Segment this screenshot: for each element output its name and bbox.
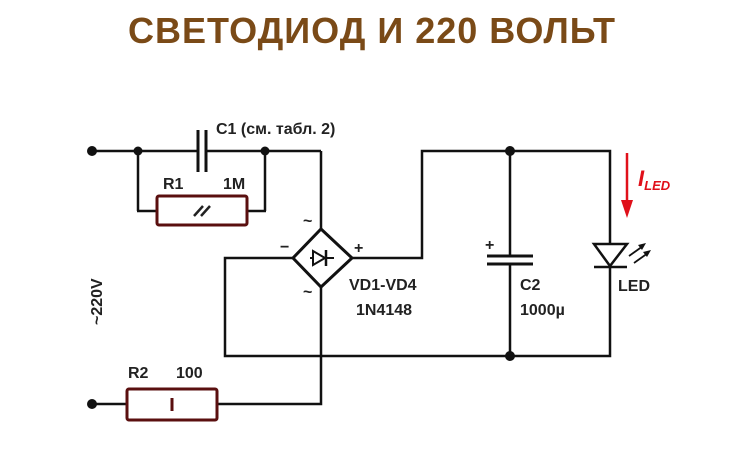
current-label-main: I <box>638 166 645 191</box>
c2-name: C2 <box>520 277 541 294</box>
capacitor-c2 <box>487 254 533 266</box>
led-symbol <box>591 242 630 269</box>
diode-bridge-symbol <box>310 249 334 267</box>
light-emission-icon <box>628 243 651 264</box>
resistor-r1 <box>155 194 249 227</box>
r2-name: R2 <box>128 365 149 382</box>
r1-nonlinear-mark <box>193 205 211 217</box>
source-voltage-label: ~220V <box>89 278 106 325</box>
bridge-minus-mark: − <box>280 239 289 256</box>
bridge-ac-top-mark: ~ <box>303 213 312 230</box>
r2-value: 100 <box>176 365 203 382</box>
wire-bridge-ac-bottom <box>217 287 323 406</box>
page-title: СВЕТОДИОД И 220 ВОЛЬТ <box>128 10 616 51</box>
wire-positive-rail <box>352 149 612 260</box>
bridge-name: VD1-VD4 <box>349 277 417 294</box>
r1-name: R1 <box>163 176 184 193</box>
current-label-sub: LED <box>644 178 671 193</box>
terminal-bottom <box>87 399 97 409</box>
current-label: ILED <box>638 166 671 193</box>
bridge-part: 1N4148 <box>356 302 412 319</box>
terminal-top <box>87 146 97 156</box>
c2-value: 1000µ <box>520 302 565 319</box>
led-name: LED <box>618 278 650 295</box>
bridge-plus-mark: + <box>354 240 363 257</box>
junction-c2-bottom <box>505 351 515 361</box>
c1-label: C1 (см. табл. 2) <box>216 121 335 138</box>
c2-polarity-mark: + <box>485 237 494 254</box>
junction-c2-top <box>505 146 515 156</box>
current-arrow-icon <box>621 153 633 218</box>
r1-value: 1M <box>223 176 245 193</box>
wire-negative-rail <box>223 256 612 358</box>
bridge-ac-bottom-mark: ~ <box>303 284 312 301</box>
capacitor-c1 <box>196 130 208 172</box>
